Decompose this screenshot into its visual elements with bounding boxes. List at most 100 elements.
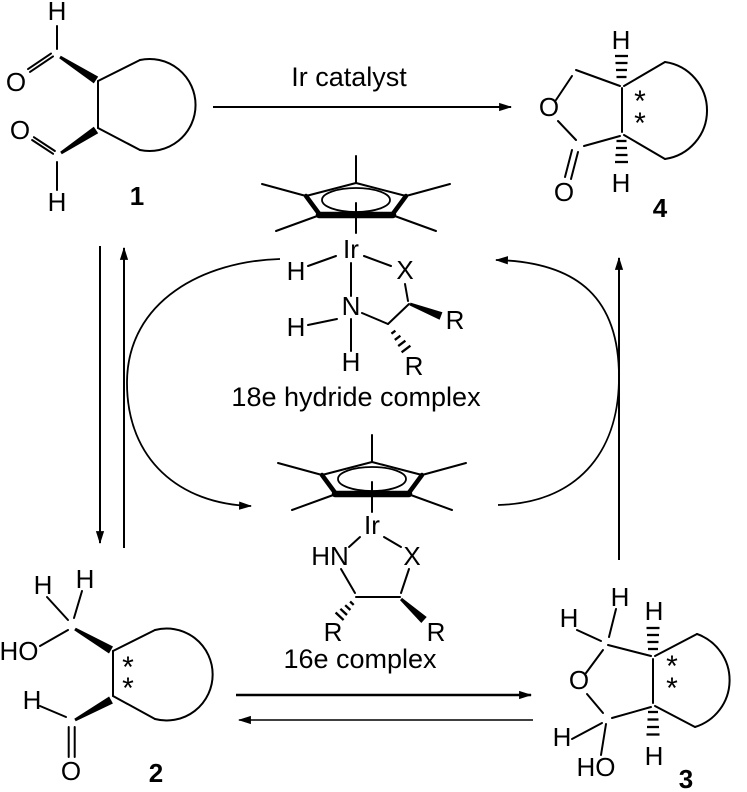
atom-r: R (446, 305, 465, 335)
bond (654, 705, 696, 728)
atom-o: O (61, 756, 81, 786)
wedge-bond (74, 696, 113, 722)
bond (348, 536, 361, 548)
double-bond (27, 52, 52, 71)
bond (361, 312, 389, 325)
double-bond (32, 136, 56, 152)
wedge-bond (59, 55, 99, 84)
stereocenter-mark: * (634, 107, 646, 140)
atom-o: O (6, 67, 26, 97)
atom-o: O (569, 665, 589, 695)
bond (585, 649, 604, 674)
ring-arc (139, 58, 197, 152)
curved-arrow (494, 256, 620, 506)
atom-h: H (287, 312, 306, 342)
compound-4-number: 4 (653, 193, 668, 223)
bond (557, 120, 577, 141)
main-reaction-arrow: Ir catalyst (213, 62, 513, 112)
hashed-bond (646, 626, 660, 651)
stereocenter-mark: * (122, 672, 134, 705)
atom-h: H (34, 570, 53, 600)
bond (112, 695, 156, 720)
double-bond (31, 139, 55, 155)
double-bond (564, 149, 573, 178)
bond (575, 69, 621, 87)
bond (73, 590, 83, 619)
atom-h: H (645, 741, 664, 771)
complex-18e-label: 18e hydride complex (231, 382, 481, 412)
bond (97, 127, 141, 151)
bond (307, 318, 338, 326)
atom-r: R (405, 351, 424, 381)
atom-x: X (396, 255, 413, 285)
curved-arrow-18e-to-16e (126, 258, 281, 510)
bond (112, 629, 156, 652)
bond (611, 706, 652, 719)
ring-arc (664, 61, 709, 160)
bond (404, 283, 409, 302)
bond (571, 722, 603, 740)
complex-16e-label: 16e complex (283, 644, 437, 674)
wedge-bond (409, 302, 443, 320)
compound-3-number: 3 (679, 764, 693, 792)
compound-4-lactone: H O O H * * 4 (539, 25, 709, 223)
bond (400, 568, 410, 594)
bond (555, 75, 573, 101)
compound-2-number: 2 (149, 758, 163, 788)
bond (97, 59, 141, 82)
compound-2-hydroxy-aldehyde: H H HO H O * * 2 (0, 564, 214, 788)
atom-r: R (324, 617, 343, 647)
atom-ho: HO (0, 636, 39, 666)
compound-1-number: 1 (130, 181, 144, 211)
bond (600, 723, 607, 756)
hashed-bond (615, 54, 628, 79)
complex-18e-hydride: Ir H X N H H R R 18e hydride complex (231, 156, 481, 412)
ring-arc (154, 627, 214, 722)
stereocenter-mark: * (666, 650, 678, 683)
atom-h: H (553, 722, 572, 752)
bond (583, 135, 621, 147)
atom-h: H (560, 603, 579, 633)
atom-x: X (403, 541, 420, 571)
atom-h: H (611, 582, 630, 612)
curved-arrow-16e-to-18e (494, 256, 620, 506)
bond (654, 633, 698, 657)
hashed-bond (390, 329, 412, 354)
bond (340, 568, 356, 594)
bond (383, 536, 402, 548)
equilibrium-arrows-2-3 (236, 690, 533, 725)
bond (608, 608, 617, 638)
atom-h: H (612, 168, 631, 198)
bond (46, 596, 69, 621)
atom-ir: Ir (364, 510, 380, 540)
curved-arrow (126, 258, 281, 510)
bond (39, 705, 67, 718)
equilibrium-arrows-1-2 (95, 246, 129, 548)
bond (363, 255, 392, 267)
atom-h: H (76, 564, 95, 594)
hashed-bond (615, 139, 628, 164)
bond (623, 61, 666, 87)
compound-1-dialdehyde: H O O H 1 (6, 0, 197, 217)
wedge-bond (74, 627, 113, 654)
atom-h: H (48, 187, 67, 217)
reaction-condition-label: Ir catalyst (291, 62, 407, 92)
atom-h: H (287, 256, 306, 286)
atom-h: H (342, 347, 361, 377)
atom-h: H (48, 0, 67, 26)
atom-h: H (612, 25, 631, 55)
cp-star-ligand (278, 435, 466, 512)
bond (387, 303, 410, 325)
stereocenter-mark: * (666, 672, 678, 705)
wedge-bond (400, 597, 427, 623)
ring-arc (694, 633, 731, 728)
atom-r: R (427, 617, 446, 647)
bond (607, 644, 652, 657)
atom-ho: HO (577, 752, 616, 782)
atom-hn: HN (311, 541, 349, 571)
bond (586, 693, 604, 714)
bond (623, 134, 666, 160)
atom-n: N (342, 291, 361, 321)
